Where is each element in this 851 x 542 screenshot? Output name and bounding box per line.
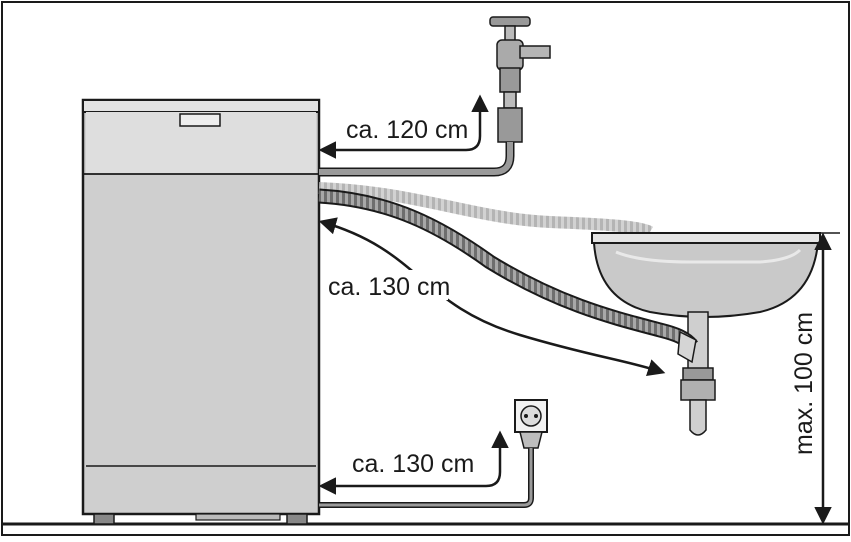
wall-socket [514, 399, 548, 449]
socket-hole-right [534, 414, 538, 418]
machine-lid-handle [179, 113, 221, 127]
power-cord [319, 448, 533, 507]
max-drain-height-label: max. 100 cm [790, 312, 818, 455]
basin-rim [591, 232, 821, 244]
inlet-hose-length-label: ca. 120 cm [346, 116, 468, 144]
socket-hole-left [524, 414, 528, 418]
drain-hose-length-label: ca. 130 cm [328, 273, 450, 301]
machine-foot-right [286, 513, 308, 525]
wash-basin [591, 232, 821, 436]
socket-face [520, 405, 542, 427]
drain-label-backdrop [326, 270, 448, 300]
washing-machine [81, 98, 321, 525]
power-cord-length-label: ca. 130 cm [352, 450, 474, 478]
machine-lid-edge [82, 99, 320, 113]
inlet-hose-outline [319, 142, 515, 177]
drain-hose-hook [677, 330, 697, 364]
machine-base-strip [195, 513, 281, 521]
basin-tailpiece [689, 399, 707, 436]
water-tap [489, 16, 551, 143]
power-plug [519, 431, 543, 449]
tap-handle [489, 16, 531, 27]
power-cord-arrow [318, 430, 509, 495]
hose-coupling [497, 107, 523, 143]
tap-wall-pipe [519, 45, 551, 59]
inlet-hose [319, 142, 513, 175]
tap-body [496, 39, 524, 71]
tap-connector [503, 91, 517, 109]
basin-bowl [592, 242, 820, 318]
tap-nut [499, 67, 521, 93]
inlet-hose-arrow [318, 94, 489, 159]
basin-trap-nut [682, 367, 714, 381]
basin-trap [680, 379, 716, 401]
machine-foot-left [93, 513, 115, 525]
drain-hose-arrow [318, 217, 666, 377]
